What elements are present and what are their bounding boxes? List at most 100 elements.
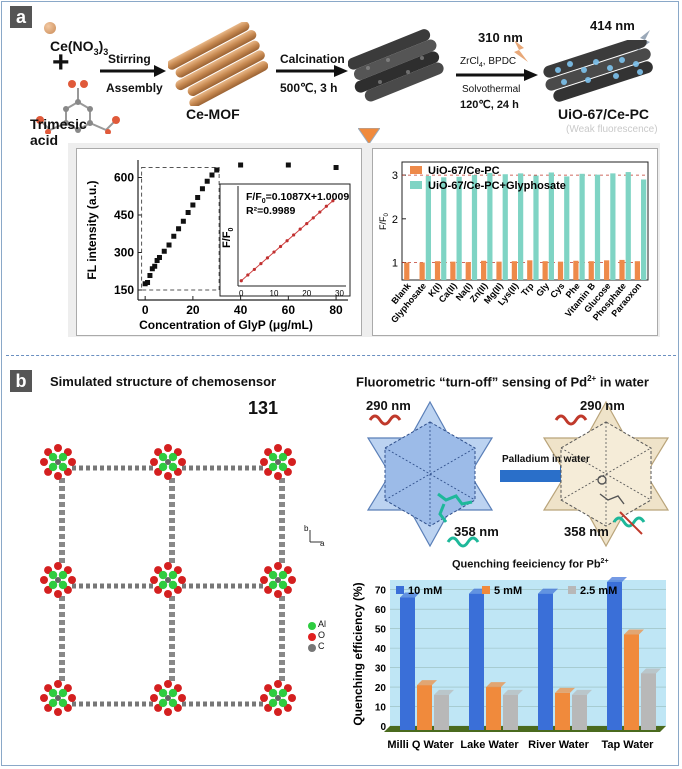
excitation-wave-left-icon [368,414,402,426]
selectivity-bar-glyphosate [594,174,601,280]
selectivity-y-axis-label: F/F0 [378,213,390,231]
quench-category-label: River Water [528,739,589,751]
selectivity-bar-glyphosate [564,176,570,280]
carbon-atom [165,695,171,701]
quench-legend-swatch [396,586,404,594]
selectivity-bar-sensor [450,261,456,280]
emission-414nm: 414 nm [590,18,635,33]
quench-legend-swatch [482,586,490,594]
inset-equation: F/F0=0.1087X+1.0009 [246,191,349,205]
inset-r-squared: R²=0.9989 [246,205,295,217]
aluminum-atom [58,688,68,698]
quench-bar-top [555,687,575,693]
scatter-y-tick-label: 450 [114,208,134,222]
quench-category-label: Lake Water [460,739,519,751]
quench-legend-label: 2.5 mM [580,585,617,597]
aluminum-atom [158,462,168,472]
inset-y-axis-label: F/F0 [221,228,235,249]
panel-divider [6,355,676,356]
uio67-ce-pc-rods-image [543,40,653,102]
excitation-310nm: 310 nm [478,30,523,45]
oxygen-atom [54,680,62,688]
emission-lightning-icon [636,30,650,52]
oxygen-atom [164,444,172,452]
carbon-atom [165,459,171,465]
quench-floor [384,726,666,732]
selectivity-legend-swatch-glyphosate [410,181,422,189]
legend-o-label: O [318,630,326,640]
oxygen-atom [178,458,186,466]
oxygen-atom [150,576,158,584]
scatter-point [145,280,151,285]
aluminum-atom [158,580,168,590]
step2-label-calcination: Calcination [280,52,345,66]
scatter-point [214,167,220,173]
selectivity-bar-glyphosate [641,179,647,280]
step1-label-assembly: Assembly [106,81,163,95]
inset-point [265,256,270,260]
panel-a-label: a [10,6,32,28]
selectivity-category-label: Gly [534,281,551,299]
oxygen-atom [288,576,296,584]
quench-y-tick-label: 10 [375,703,387,714]
emission-wave-left-icon [446,536,480,548]
aluminum-atom [278,570,288,580]
quench-legend-label: 5 mM [494,585,522,597]
panel-b-label: b [10,370,32,392]
sensor-star-before [366,400,494,548]
inset-point [305,222,309,226]
inset-point [285,239,289,243]
oxygen-atom [164,562,172,570]
oxygen-atom [68,576,76,584]
legend-al-label: Al [318,619,327,629]
selectivity-category-label: Trp [519,280,536,298]
excitation-wave-right-icon [554,414,588,426]
scatter-x-tick-label: 60 [282,303,296,317]
metal-cluster-node [260,444,296,480]
metal-cluster-node [40,680,76,716]
scatter-y-tick-label: 150 [114,283,134,297]
aluminum-atom [268,462,278,472]
selectivity-legend-label-sensor: UiO-67/Ce-PC [428,165,500,177]
aluminum-atom [168,462,178,472]
inset-x-tick-label: 20 [302,289,311,298]
quenched-emission-icon [612,511,646,535]
aluminum-atom [158,570,168,580]
scatter-point [199,186,205,192]
oxygen-atom [68,458,76,466]
quench-y-axis-label: Quenching efficiency (%) [351,582,365,725]
oxygen-atom [54,590,62,598]
selectivity-bar-sensor [557,261,564,280]
quench-category-label: Milli Q Water [387,739,454,751]
ce-ion-sphere [44,22,56,34]
selectivity-bar-sensor [496,261,502,280]
selectivity-bar-glyphosate [610,173,616,280]
selectivity-bar-sensor [588,261,594,280]
inset-point [331,199,335,203]
aluminum-atom [278,462,288,472]
aluminum-atom [168,688,178,698]
oxygen-atom [164,708,172,716]
selectivity-bar-glyphosate [502,174,508,280]
quench-bar [434,694,449,730]
metal-cluster-node [40,562,76,598]
aluminum-atom [278,452,288,462]
down-arrow-icon [358,128,380,145]
oxygen-atom [68,694,76,702]
selectivity-bar-sensor [634,261,641,280]
scatter-x-tick-label: 80 [329,303,343,317]
step1-label-stirring: Stirring [108,52,151,66]
aluminum-atom [278,580,288,590]
selectivity-chart-svg: 123F/F0BlankGlyphosateK(I)Ca(II)Na(I)Zn(… [378,161,649,325]
scatter-y-axis-label: FL intensity (a.u.) [85,180,99,279]
oxygen-atom [164,680,172,688]
selectivity-bar-glyphosate [625,172,631,280]
oxygen-atom [260,576,268,584]
aluminum-atom [168,580,178,590]
crystal-axis-b-label: b [304,524,309,533]
legend-c-label: C [318,641,325,651]
step3-label-conditions: 120℃, 24 h [460,99,519,111]
quench-y-tick-label: 50 [375,625,387,636]
oxygen-atom [274,590,282,598]
carbon-atom [275,695,281,701]
